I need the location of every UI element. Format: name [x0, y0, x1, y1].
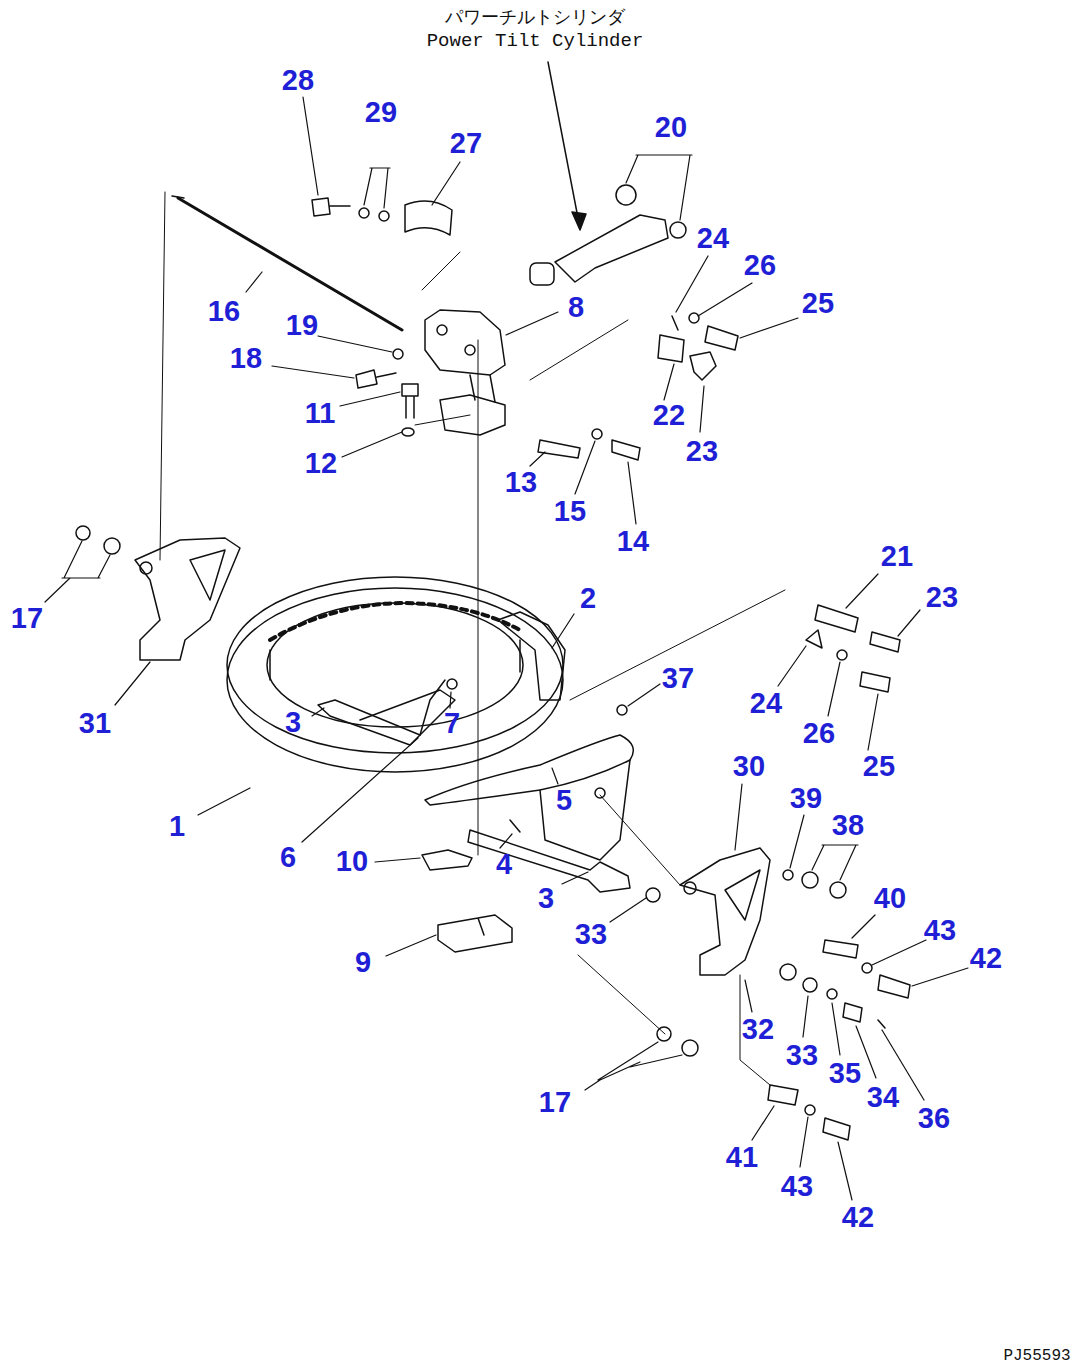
callout-number: 14: [617, 527, 649, 556]
callout-number: 11: [305, 399, 336, 428]
callout-number: 42: [842, 1203, 874, 1232]
callout-number: 37: [662, 664, 694, 693]
callout-number: 36: [918, 1104, 950, 1133]
callout-number: 26: [744, 251, 776, 280]
callout-number: 34: [867, 1083, 899, 1112]
callout-number: 10: [336, 847, 368, 876]
callout-number: 6: [280, 843, 296, 872]
callout-number: 2: [580, 584, 596, 613]
callout-number: 22: [653, 401, 685, 430]
callout-number: 27: [450, 129, 482, 158]
callout-number: 39: [790, 784, 822, 813]
callout-number: 25: [863, 752, 895, 781]
callout-number: 21: [881, 542, 913, 571]
callout-number: 41: [726, 1143, 758, 1172]
callout-number: 7: [444, 709, 460, 738]
callout-number: 12: [305, 449, 337, 478]
callout-number: 26: [803, 719, 835, 748]
callout-number: 15: [554, 497, 586, 526]
callout-number: 29: [365, 98, 397, 127]
callout-number: 24: [697, 224, 729, 253]
callout-number: 16: [208, 297, 240, 326]
callout-number: 30: [733, 752, 765, 781]
callout-number: 43: [781, 1172, 813, 1201]
callout-number: 25: [802, 289, 834, 318]
callout-number: 38: [832, 811, 864, 840]
callout-number: 1: [169, 812, 185, 841]
callout-number: 35: [829, 1059, 861, 1088]
callout-number: 8: [568, 293, 584, 322]
callout-number: 18: [230, 344, 262, 373]
callout-number: 40: [874, 884, 906, 913]
callout-number: 4: [496, 850, 512, 879]
component-label: パワーチルトシリンダ: [445, 8, 625, 26]
callout-number: 19: [286, 311, 318, 340]
callout-number: 31: [79, 709, 111, 738]
callout-number: 13: [505, 468, 537, 497]
callout-number: 5: [556, 786, 572, 815]
callout-number: 20: [655, 113, 687, 142]
callout-number: 33: [786, 1041, 818, 1070]
callout-number: 32: [742, 1015, 774, 1044]
callout-number: 23: [686, 437, 718, 466]
callout-number: 3: [538, 884, 554, 913]
callout-number: 33: [575, 920, 607, 949]
callout-number: 9: [355, 948, 371, 977]
callout-number: 42: [970, 944, 1002, 973]
callout-number: 24: [750, 689, 782, 718]
callout-number: 43: [924, 916, 956, 945]
callout-number: 17: [11, 604, 43, 633]
callout-number: 3: [285, 708, 301, 737]
component-label: Power Tilt Cylinder: [427, 32, 644, 51]
callout-number: 28: [282, 66, 314, 95]
callout-number: 23: [926, 583, 958, 612]
callout-number: 17: [539, 1088, 571, 1117]
drawing-code: PJ55593: [1003, 1348, 1070, 1364]
